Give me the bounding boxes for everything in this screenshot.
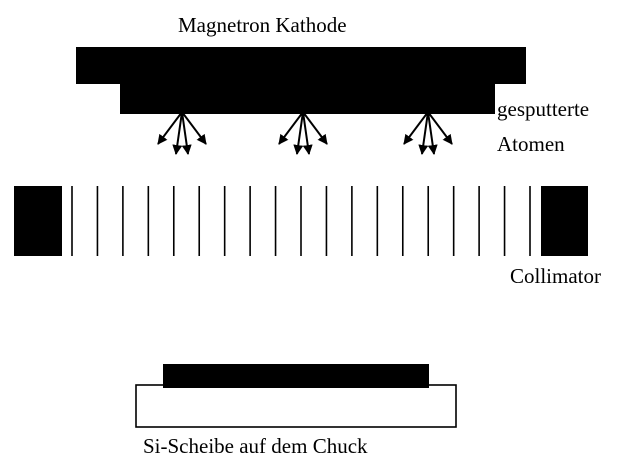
atom-trajectory-arrow — [157, 111, 183, 145]
collimator-right-block — [541, 186, 588, 256]
sputtered-atoms-label-line2: Atomen — [497, 132, 565, 156]
collimator-slats — [71, 186, 531, 256]
atom-emitter — [278, 111, 328, 155]
atom-trajectory-arrow — [403, 111, 429, 145]
cathode-label: Magnetron Kathode — [178, 13, 347, 37]
si-wafer — [163, 364, 429, 388]
magnetron-cathode — [76, 47, 526, 114]
sputtered-atoms-label-line1: gesputterte — [497, 97, 590, 121]
collimator-label: Collimator — [510, 264, 601, 288]
atom-trajectory-arrow — [427, 111, 453, 145]
chuck — [135, 384, 457, 428]
atom-trajectory-arrow — [418, 111, 429, 155]
wafer-label: Si-Scheibe auf dem Chuck — [143, 434, 368, 458]
atom-emitter — [157, 111, 207, 155]
atom-trajectory-arrow — [302, 111, 328, 145]
atom-trajectory-arrow — [181, 111, 207, 145]
atom-trajectory-arrow — [278, 111, 304, 145]
atom-trajectory-arrow — [172, 111, 183, 155]
collimator-left-block — [14, 186, 62, 256]
wafer-on-chuck — [135, 364, 457, 428]
sputtered-atoms — [157, 111, 453, 155]
collimator — [14, 186, 588, 256]
atom-trajectory-arrow — [293, 111, 304, 155]
atom-trajectory-arrow — [427, 111, 438, 155]
cathode-target-bottom — [120, 78, 495, 114]
cathode-target-top — [76, 47, 526, 84]
atom-trajectory-arrow — [302, 111, 313, 155]
atom-emitter — [403, 111, 453, 155]
atom-trajectory-arrow — [181, 111, 192, 155]
